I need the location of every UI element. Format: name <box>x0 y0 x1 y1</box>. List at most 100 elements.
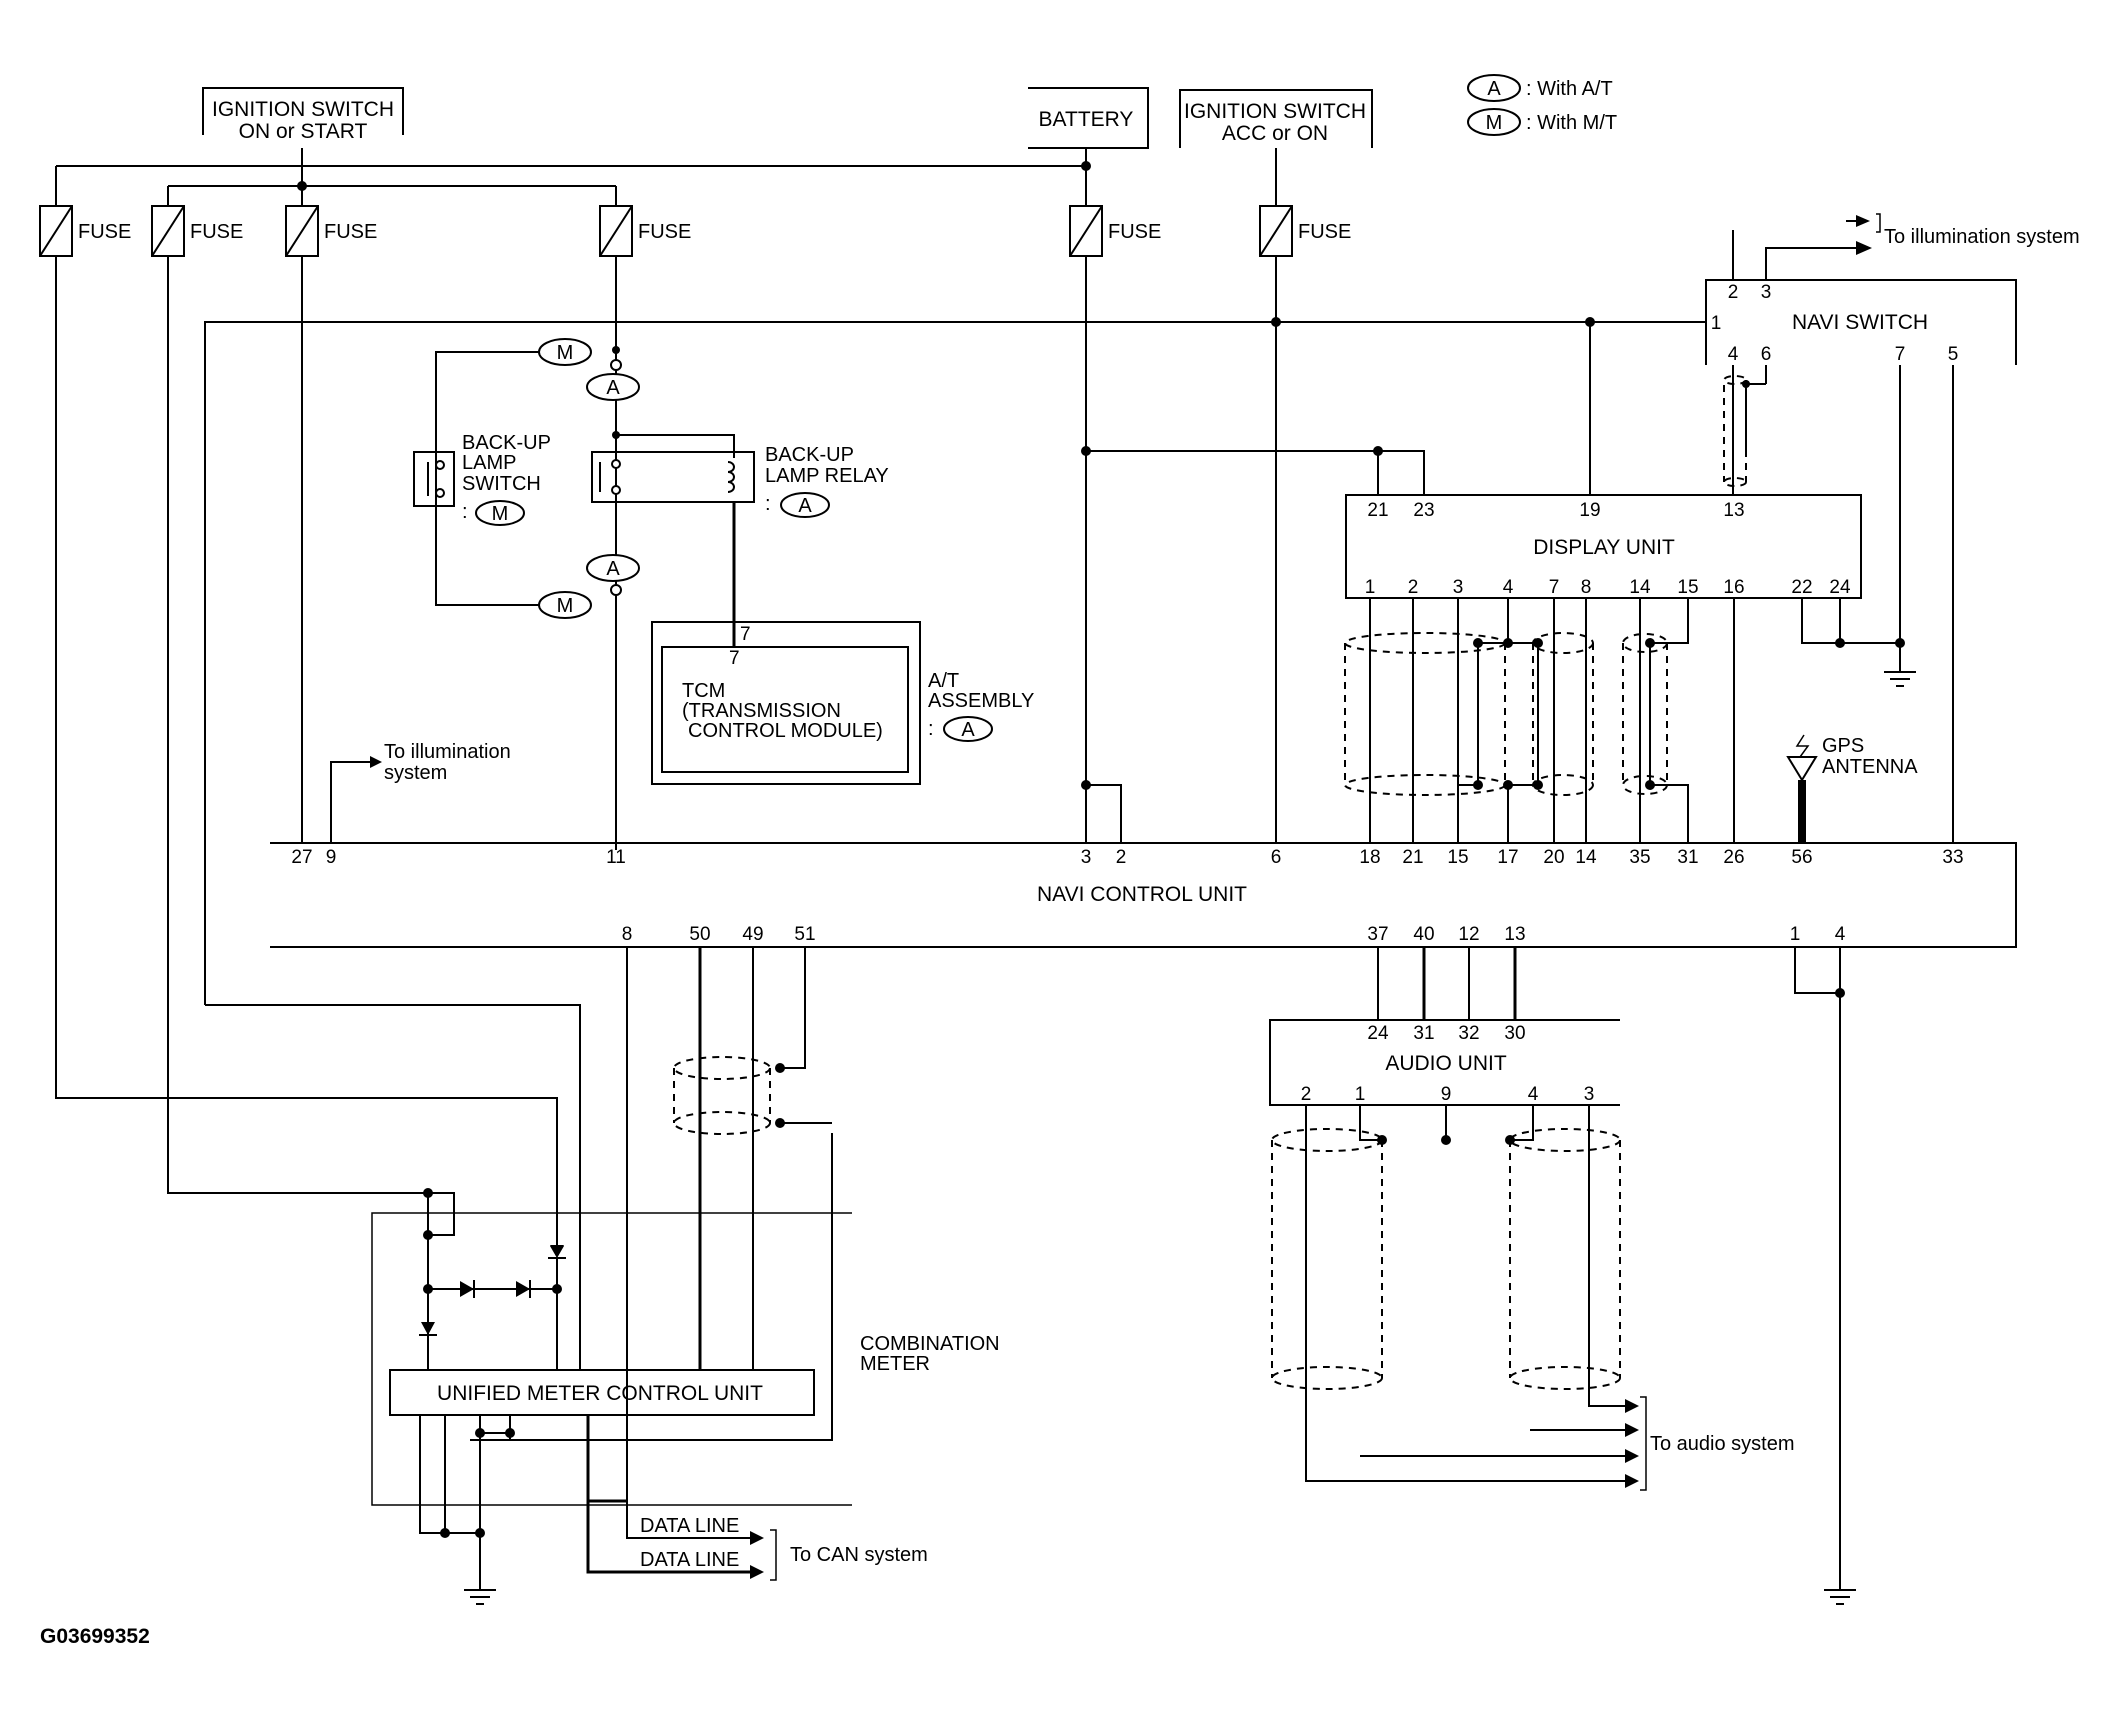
svg-text:6: 6 <box>1761 344 1772 365</box>
svg-text:13: 13 <box>1723 500 1744 521</box>
legend: A : With A/T M : With M/T <box>1467 74 1617 136</box>
legend-a-symbol: A <box>1487 78 1501 100</box>
svg-text:A/T: A/T <box>928 670 959 692</box>
svg-text:8: 8 <box>622 924 633 945</box>
svg-text:16: 16 <box>1723 577 1744 598</box>
svg-text:To illumination: To illumination <box>384 741 511 763</box>
svg-text:11: 11 <box>606 847 626 868</box>
diode-3 <box>550 1246 564 1258</box>
svg-text:2: 2 <box>1301 1084 1312 1105</box>
fuse-6: FUSE <box>1259 205 1351 257</box>
svg-text:BACK-UP: BACK-UP <box>462 432 551 454</box>
to-audio-system: To audio system <box>1650 1433 1795 1455</box>
svg-text:6: 6 <box>1271 847 1282 868</box>
legend-m-text: : With M/T <box>1526 112 1617 134</box>
svg-text:ANTENNA: ANTENNA <box>1822 756 1918 778</box>
ignition-acc-on-source: IGNITION SWITCH ACC or ON <box>1179 89 1373 148</box>
to-illumination-right: To illumination system <box>1884 226 2080 248</box>
svg-text:1: 1 <box>1711 313 1722 334</box>
svg-text:CONTROL MODULE): CONTROL MODULE) <box>688 720 883 742</box>
svg-text::: : <box>462 501 468 523</box>
svg-text:3: 3 <box>1584 1084 1595 1105</box>
legend-a-text: : With A/T <box>1526 78 1613 100</box>
svg-text:50: 50 <box>689 924 710 945</box>
fuse-2: FUSE <box>151 205 243 257</box>
svg-text::: : <box>928 718 934 740</box>
svg-text:5: 5 <box>1948 344 1959 365</box>
svg-text:1: 1 <box>1790 924 1801 945</box>
figure-id: G03699352 <box>40 1625 150 1648</box>
svg-text:19: 19 <box>1579 500 1600 521</box>
svg-text:2: 2 <box>1408 577 1419 598</box>
svg-text:FUSE: FUSE <box>190 221 243 243</box>
svg-text:24: 24 <box>1367 1023 1389 1044</box>
svg-text:14: 14 <box>1575 847 1597 868</box>
diode-1 <box>460 1281 474 1297</box>
svg-text:BATTERY: BATTERY <box>1039 108 1134 131</box>
svg-text:7: 7 <box>1549 577 1560 598</box>
fuse-3: FUSE <box>285 205 377 257</box>
to-can-system: To CAN system <box>790 1544 928 1566</box>
svg-text:27: 27 <box>291 847 312 868</box>
back-up-lamp-relay: BACK-UP LAMP RELAY : A <box>591 431 889 518</box>
svg-text:GPS: GPS <box>1822 735 1864 757</box>
fuse-4: FUSE <box>599 205 691 257</box>
unified-meter-control-unit: UNIFIED METER CONTROL UNIT <box>389 1369 815 1416</box>
svg-text:13: 13 <box>1504 924 1525 945</box>
a-option-symbol-3: A <box>798 495 812 517</box>
combination-meter: COMBINATION METER <box>371 1212 1000 1506</box>
audio-unit: 24 31 32 30 AUDIO UNIT 2 1 9 4 3 <box>1269 1019 1620 1106</box>
svg-text:14: 14 <box>1629 577 1651 598</box>
svg-text:30: 30 <box>1504 1023 1525 1044</box>
svg-text:FUSE: FUSE <box>1108 221 1161 243</box>
svg-text:20: 20 <box>1543 847 1564 868</box>
svg-text:24: 24 <box>1829 577 1851 598</box>
svg-text:26: 26 <box>1723 847 1744 868</box>
svg-text:21: 21 <box>1402 847 1423 868</box>
svg-text:31: 31 <box>1677 847 1698 868</box>
diode-2 <box>516 1281 530 1297</box>
svg-text:COMBINATION: COMBINATION <box>860 1333 1000 1355</box>
m-option-symbol-2: M <box>557 595 574 617</box>
diode-4 <box>421 1322 435 1335</box>
svg-text:7: 7 <box>729 648 740 669</box>
m-option-symbol-3: M <box>492 503 509 525</box>
svg-text:BACK-UP: BACK-UP <box>765 444 854 466</box>
svg-text:LAMP: LAMP <box>462 452 516 474</box>
svg-text:LAMP RELAY: LAMP RELAY <box>765 465 889 487</box>
svg-text:31: 31 <box>1413 1023 1434 1044</box>
fuse-1: FUSE <box>39 205 131 257</box>
svg-text:37: 37 <box>1367 924 1388 945</box>
svg-text:4: 4 <box>1503 577 1514 598</box>
svg-text:FUSE: FUSE <box>638 221 691 243</box>
svg-text:4: 4 <box>1528 1084 1539 1105</box>
gps-antenna: GPS ANTENNA <box>1786 734 1918 843</box>
ignition-on-start-source: IGNITION SWITCH ON or START <box>202 87 404 143</box>
tcm-assembly: 7 7 TCM (TRANSMISSION CONTROL MODULE) A/… <box>651 621 1034 785</box>
legend-m-symbol: M <box>1486 112 1503 134</box>
svg-text:22: 22 <box>1791 577 1812 598</box>
m-option-symbol-1: M <box>557 342 574 364</box>
svg-text:system: system <box>384 762 447 784</box>
svg-text:TCM: TCM <box>682 680 725 702</box>
battery-source: BATTERY <box>1028 87 1149 149</box>
svg-text:7: 7 <box>1895 344 1906 365</box>
svg-text:21: 21 <box>1367 500 1388 521</box>
svg-text:32: 32 <box>1458 1023 1479 1044</box>
svg-text:FUSE: FUSE <box>324 221 377 243</box>
svg-text:40: 40 <box>1413 924 1434 945</box>
svg-text:9: 9 <box>326 847 337 868</box>
svg-text:49: 49 <box>742 924 763 945</box>
svg-text:23: 23 <box>1413 500 1434 521</box>
svg-text:1: 1 <box>1365 577 1376 598</box>
svg-text:AUDIO UNIT: AUDIO UNIT <box>1385 1052 1507 1075</box>
svg-text:NAVI SWITCH: NAVI SWITCH <box>1792 311 1928 334</box>
svg-text:FUSE: FUSE <box>78 221 131 243</box>
svg-text:12: 12 <box>1458 924 1479 945</box>
navi-control-unit: 27 9 11 3 2 6 18 21 15 17 20 14 35 31 26… <box>270 842 2017 948</box>
fuse-5: FUSE <box>1069 205 1161 257</box>
back-up-lamp-switch: BACK-UP LAMP SWITCH : M <box>413 432 551 526</box>
svg-text:2: 2 <box>1728 282 1739 303</box>
a-option-symbol-1: A <box>606 377 620 399</box>
